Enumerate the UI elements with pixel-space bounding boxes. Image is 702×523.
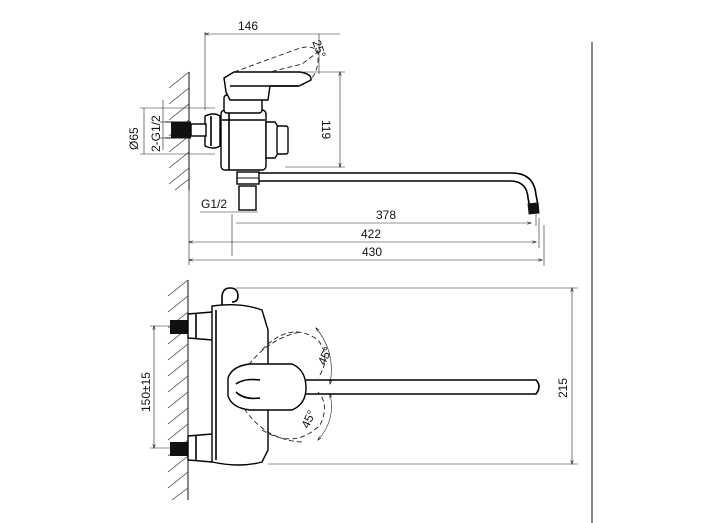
- dim-width-top: 146: [238, 19, 258, 33]
- lower-inlet-connector: [170, 442, 188, 456]
- dim-lever-angle: 25°: [309, 38, 328, 60]
- side-view: 146 25° 119 Ø65 2-G1/2 G1/2 378 422: [127, 19, 545, 266]
- dim-spout-reach: 378: [376, 208, 396, 222]
- inlet-connector: [171, 122, 191, 138]
- wall-flange: [204, 113, 221, 149]
- dim-flange-diameter: Ø65: [127, 127, 141, 150]
- wall-hatch-bottom: [167, 279, 189, 501]
- front-view: 45° 45° 150±15 215: [139, 279, 578, 501]
- shower-holder-hook: [221, 287, 239, 310]
- dim-length-422: 422: [361, 227, 381, 241]
- dim-height: 119: [319, 120, 333, 139]
- dim-length-430: 430: [362, 245, 382, 259]
- upper-inlet-connector: [170, 320, 188, 334]
- dim-angle-lower: 45°: [298, 408, 318, 431]
- dim-total-width: 215: [556, 378, 570, 398]
- spout-pipe: [259, 172, 539, 206]
- dim-inlet-thread: 2-G1/2: [149, 115, 163, 152]
- spout-front: [306, 379, 540, 395]
- dim-angle-upper: 45°: [315, 344, 335, 367]
- dim-center-distance: 150±15: [139, 372, 153, 412]
- faucet-body: [220, 109, 267, 171]
- dim-outlet-thread: G1/2: [201, 197, 227, 211]
- lever-handle-front: [227, 363, 307, 411]
